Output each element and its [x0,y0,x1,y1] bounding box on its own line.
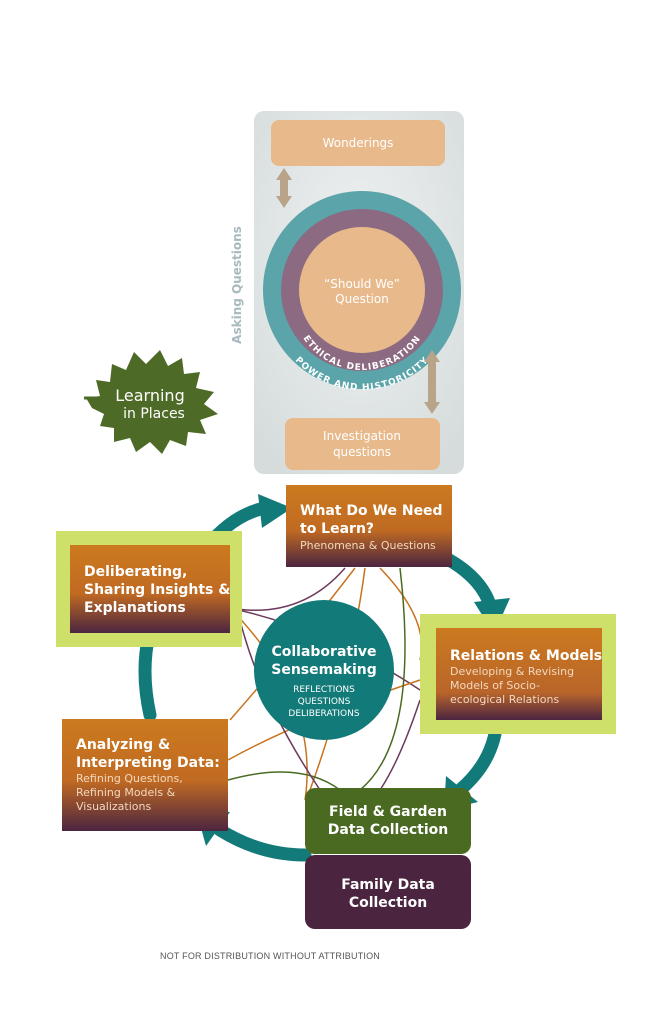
relations-sub1: Developing & Revising [450,665,574,678]
attribution-footer: NOT FOR DISTRIBUTION WITHOUT ATTRIBUTION [160,951,380,961]
analyzing-title1: Analyzing & [76,737,170,753]
analyzing-box: Analyzing & Interpreting Data: Refining … [62,719,228,831]
collaborative-sensemaking-circle: Collaborative Sensemaking REFLECTIONS QU… [254,600,394,740]
double-arrow-icon [424,350,440,414]
relations-sub2: Models of Socio- [450,679,540,692]
leaf-icon [86,350,218,454]
analyzing-sub3: Visualizations [76,800,151,813]
asking-questions-label: Asking Questions [230,226,244,344]
family-data-box: Family Data Collection [305,855,471,929]
field-title1: Field & Garden [329,804,447,820]
analyzing-title2: Interpreting Data: [76,755,220,771]
deliberating-title2: Sharing Insights & [84,582,230,598]
asking-questions-panel: Asking Questions Wonderings “Should We” … [230,111,464,474]
center-sub2: QUESTIONS [298,697,351,707]
what-sub1: Phenomena & Questions [300,539,436,552]
center-sub3: DELIBERATIONS [288,709,359,719]
what-do-we-need-box: What Do We Need to Learn? Phenomena & Qu… [286,485,452,567]
center-title2: Sensemaking [271,662,377,678]
relations-sub3: ecological Relations [450,693,559,706]
center-title1: Collaborative [271,644,376,660]
logo-line1: Learning [115,386,184,405]
logo-line2: in Places [123,406,185,422]
wonderings-box [271,120,445,166]
analyzing-sub2: Refining Models & [76,786,176,799]
should-we-circle [299,227,425,353]
deliberating-title3: Explanations [84,600,186,616]
investigation-line2: questions [333,445,391,459]
what-title1: What Do We Need [300,503,443,519]
deliberating-box: Deliberating, Sharing Insights & Explana… [56,531,242,647]
should-we-line1: “Should We” [324,277,400,291]
investigation-questions-box [285,418,440,470]
family-title1: Family Data [341,877,435,893]
what-title2: to Learn? [300,521,374,537]
should-we-line2: Question [335,292,389,306]
double-arrow-icon [276,168,292,208]
investigation-line1: Investigation [323,429,401,443]
family-title2: Collection [349,895,427,911]
deliberating-title1: Deliberating, [84,564,187,580]
learning-in-places-logo: Learning in Places [84,350,218,454]
field-title2: Data Collection [328,822,448,838]
center-sub1: REFLECTIONS [293,685,355,695]
relations-title1: Relations & Models [450,648,602,664]
analyzing-sub1: Refining Questions, [76,772,183,785]
field-garden-box: Field & Garden Data Collection [305,788,471,854]
relations-models-box: Relations & Models Developing & Revising… [420,614,616,734]
wonderings-label: Wonderings [323,136,394,150]
